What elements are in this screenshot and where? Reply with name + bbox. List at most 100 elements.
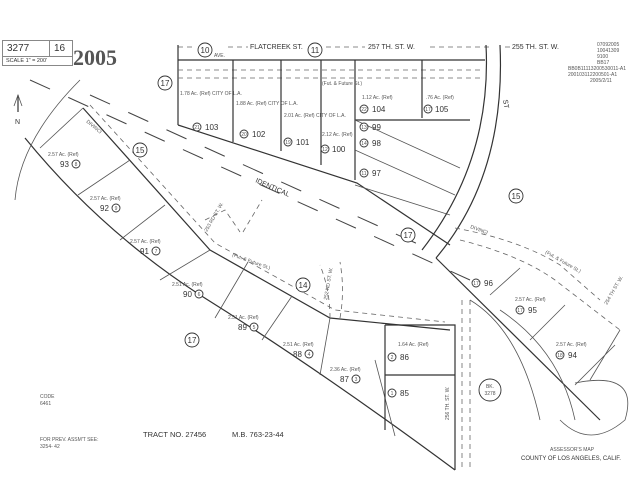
svg-text:22: 22 bbox=[361, 107, 367, 113]
street-label-future-3: (Fut. & Future St.) bbox=[544, 250, 582, 275]
svg-text:2.12 Ac. (Ref): 2.12 Ac. (Ref) bbox=[322, 132, 353, 138]
svg-text:BB0B11113200530011-A1: BB0B11113200530011-A1 bbox=[568, 66, 626, 72]
svg-text:3278: 3278 bbox=[484, 391, 495, 397]
svg-text:18: 18 bbox=[557, 353, 563, 359]
code-value: 6461 bbox=[40, 401, 51, 407]
svg-text:97: 97 bbox=[372, 169, 381, 178]
lot-numbers: 21 20 19 12 22 17 13 14 11 8 9 7 6 5 4 3… bbox=[71, 104, 565, 398]
svg-text:17: 17 bbox=[161, 79, 170, 88]
svg-text:2.57 Ac. (Ref): 2.57 Ac. (Ref) bbox=[556, 342, 587, 348]
svg-text:102: 102 bbox=[252, 130, 266, 139]
svg-text:89: 89 bbox=[238, 323, 247, 332]
svg-text:20: 20 bbox=[241, 132, 247, 138]
svg-text:17: 17 bbox=[404, 231, 413, 240]
svg-text:98: 98 bbox=[372, 139, 381, 148]
svg-text:15: 15 bbox=[136, 146, 145, 155]
svg-text:17: 17 bbox=[517, 308, 523, 314]
svg-text:2: 2 bbox=[391, 355, 394, 361]
tract-number: TRACT NO. 27456 bbox=[143, 430, 206, 439]
svg-text:91: 91 bbox=[140, 247, 149, 256]
svg-text:94: 94 bbox=[568, 351, 577, 360]
svg-text:200103112200501-A1: 200103112200501-A1 bbox=[568, 72, 617, 78]
street-label-256th: 256 TH. ST. W. bbox=[445, 386, 451, 420]
map-index-box: 3277 16 SCALE 1" = 200' bbox=[2, 40, 73, 66]
svg-text:19: 19 bbox=[285, 140, 291, 146]
street-label-identical: IDENTICAL bbox=[254, 177, 290, 198]
map-book-reference: M.B. 763-23-44 bbox=[232, 430, 284, 439]
svg-text:BB17: BB17 bbox=[597, 60, 609, 66]
svg-text:105: 105 bbox=[435, 105, 449, 114]
svg-text:10: 10 bbox=[201, 46, 210, 55]
north-arrow-icon: N bbox=[13, 93, 23, 126]
svg-text:13: 13 bbox=[361, 125, 367, 131]
svg-text:17: 17 bbox=[188, 336, 197, 345]
svg-text:1.12 Ac. (Ref): 1.12 Ac. (Ref) bbox=[362, 95, 393, 101]
svg-text:2.36 Ac. (Ref): 2.36 Ac. (Ref) bbox=[330, 367, 361, 373]
street-label-254th: 254 TH ST. W. bbox=[604, 275, 625, 306]
book-reference: BK. 3278 bbox=[478, 378, 502, 402]
svg-text:2.51 Ac. (Ref): 2.51 Ac. (Ref) bbox=[172, 282, 203, 288]
svg-text:1: 1 bbox=[391, 391, 394, 397]
svg-text:95: 95 bbox=[528, 306, 537, 315]
svg-text:17: 17 bbox=[473, 281, 479, 287]
svg-text:11: 11 bbox=[361, 171, 366, 177]
svg-text:9100: 9100 bbox=[597, 54, 608, 60]
svg-text:2.01 Ac. (Ref) CITY OF L.A.: 2.01 Ac. (Ref) CITY OF L.A. bbox=[284, 113, 346, 119]
svg-text:85: 85 bbox=[400, 389, 409, 398]
acreage-labels: 1.78 Ac. (Ref) CITY OF L.A. 1.88 Ac. (Re… bbox=[48, 91, 587, 373]
svg-text:8: 8 bbox=[75, 162, 78, 168]
county-label: COUNTY OF LOS ANGELES, CALIF. bbox=[521, 456, 621, 462]
svg-text:2.51 Ac. (Ref): 2.51 Ac. (Ref) bbox=[283, 342, 314, 348]
svg-text:2.57 Ac. (Ref): 2.57 Ac. (Ref) bbox=[48, 152, 79, 158]
svg-text:90: 90 bbox=[183, 290, 192, 299]
svg-text:2.57 Ac. (Ref): 2.57 Ac. (Ref) bbox=[515, 297, 546, 303]
code-label: CODE bbox=[40, 394, 55, 400]
street-label-253rd: 253 RD ST. W. bbox=[204, 202, 226, 233]
svg-text:21: 21 bbox=[194, 125, 200, 131]
svg-text:14: 14 bbox=[299, 281, 308, 290]
street-label-255th: 255 TH. ST. W. bbox=[512, 44, 559, 51]
parcel-numbers: 103 102 101 100 104 105 99 98 97 93 92 9… bbox=[60, 105, 577, 398]
svg-text:104: 104 bbox=[372, 105, 386, 114]
street-label-flatcreek: FLATCREEK ST. bbox=[250, 44, 303, 51]
svg-text:BK.: BK. bbox=[486, 384, 494, 390]
book-number: 3277 bbox=[3, 41, 50, 56]
svg-text:14: 14 bbox=[361, 141, 367, 147]
svg-text:17: 17 bbox=[425, 107, 431, 113]
svg-text:10041309: 10041309 bbox=[597, 48, 619, 54]
svg-text:7: 7 bbox=[155, 249, 158, 255]
street-label-st: ST bbox=[501, 99, 510, 110]
svg-text:100: 100 bbox=[332, 145, 346, 154]
assessor-map-title: ASSESSOR'S MAP bbox=[550, 447, 595, 453]
recording-stamp: 07092005 10041309 9100 BB17 BB0B11113200… bbox=[568, 42, 626, 84]
prev-assessment-label: FOR PREV. ASSM'T SEE: bbox=[40, 437, 98, 443]
block-circles: 10 11 17 15 14 15 17 17 bbox=[132, 42, 524, 348]
north-label: N bbox=[15, 119, 20, 126]
svg-text:07092005: 07092005 bbox=[597, 42, 619, 48]
svg-text:15: 15 bbox=[512, 192, 521, 201]
svg-text:1.64 Ac. (Ref): 1.64 Ac. (Ref) bbox=[398, 342, 429, 348]
svg-text:1.78 Ac. (Ref) CITY OF L.A.: 1.78 Ac. (Ref) CITY OF L.A. bbox=[180, 91, 242, 97]
svg-text:2.57 Ac. (Ref): 2.57 Ac. (Ref) bbox=[130, 239, 161, 245]
svg-text:103: 103 bbox=[205, 123, 219, 132]
svg-text:.76 Ac. (Ref): .76 Ac. (Ref) bbox=[426, 95, 454, 101]
street-label-future: (Fut. & Future St.) bbox=[322, 81, 362, 87]
street-label-future-2: (Fut. & Future St.) bbox=[231, 252, 271, 271]
map-year: 2005 bbox=[73, 45, 117, 70]
svg-text:99: 99 bbox=[372, 123, 381, 132]
svg-text:86: 86 bbox=[400, 353, 409, 362]
scale-label: SCALE 1" = 200' bbox=[6, 58, 48, 64]
street-label-257th: 257 TH. ST. W. bbox=[368, 44, 415, 51]
prev-assessment-value: 3254- 42 bbox=[40, 444, 60, 450]
street-label-252nd: 252 ND ST. W. bbox=[323, 267, 335, 300]
svg-text:6: 6 bbox=[198, 292, 201, 298]
street-label-ave: AVE. bbox=[214, 53, 225, 59]
svg-text:88: 88 bbox=[293, 350, 302, 359]
svg-text:2.57 Ac. (Ref): 2.57 Ac. (Ref) bbox=[90, 196, 121, 202]
svg-text:3: 3 bbox=[355, 377, 358, 383]
svg-text:96: 96 bbox=[484, 279, 493, 288]
svg-text:5: 5 bbox=[253, 325, 256, 331]
svg-text:1.88 Ac. (Ref) CITY OF L.A.: 1.88 Ac. (Ref) CITY OF L.A. bbox=[236, 101, 298, 107]
svg-text:2.51 Ac. (Ref): 2.51 Ac. (Ref) bbox=[228, 315, 259, 321]
